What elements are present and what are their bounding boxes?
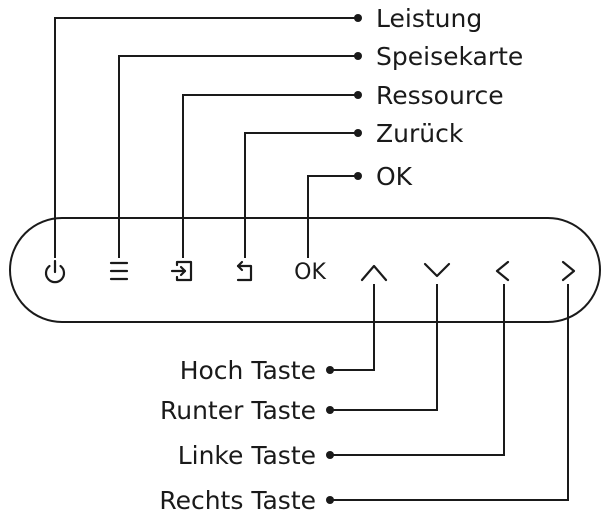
chevron-up-icon (360, 264, 388, 282)
label-runter-taste: Runter Taste (160, 396, 316, 425)
back-button[interactable] (236, 260, 253, 282)
left-button[interactable] (495, 260, 510, 282)
label-linke-taste: Linke Taste (178, 441, 316, 470)
power-icon (44, 259, 66, 284)
ok-button-label: OK (294, 260, 326, 285)
label-hoch-taste: Hoch Taste (180, 356, 316, 385)
chevron-left-icon (495, 260, 510, 282)
back-icon (236, 260, 253, 282)
up-button[interactable] (360, 264, 388, 282)
input-button[interactable] (170, 260, 193, 282)
power-button[interactable] (44, 259, 66, 284)
callout-ressource (182, 91, 362, 258)
callout-leistung (54, 14, 362, 258)
menu-icon (109, 261, 129, 281)
down-button[interactable] (423, 262, 451, 278)
chevron-right-icon (561, 260, 576, 282)
callout-ok (307, 172, 362, 258)
label-speisekarte: Speisekarte (376, 42, 523, 71)
callout-rechts (326, 284, 569, 504)
label-leistung: Leistung (376, 4, 482, 33)
callout-linke (326, 284, 505, 459)
callout-hoch (326, 284, 375, 374)
input-icon (170, 260, 193, 282)
label-ok: OK (376, 162, 413, 191)
control-panel (9, 217, 601, 323)
right-button[interactable] (561, 260, 576, 282)
callout-runter (326, 284, 438, 414)
chevron-down-icon (423, 262, 451, 278)
callout-zurueck (244, 129, 362, 258)
label-ressource: Ressource (376, 81, 504, 110)
callout-speisekarte (118, 52, 362, 258)
ok-button[interactable]: OK (294, 260, 326, 285)
label-rechts-taste: Rechts Taste (159, 486, 316, 515)
menu-button[interactable] (109, 261, 129, 281)
label-zurueck: Zurück (376, 119, 464, 148)
